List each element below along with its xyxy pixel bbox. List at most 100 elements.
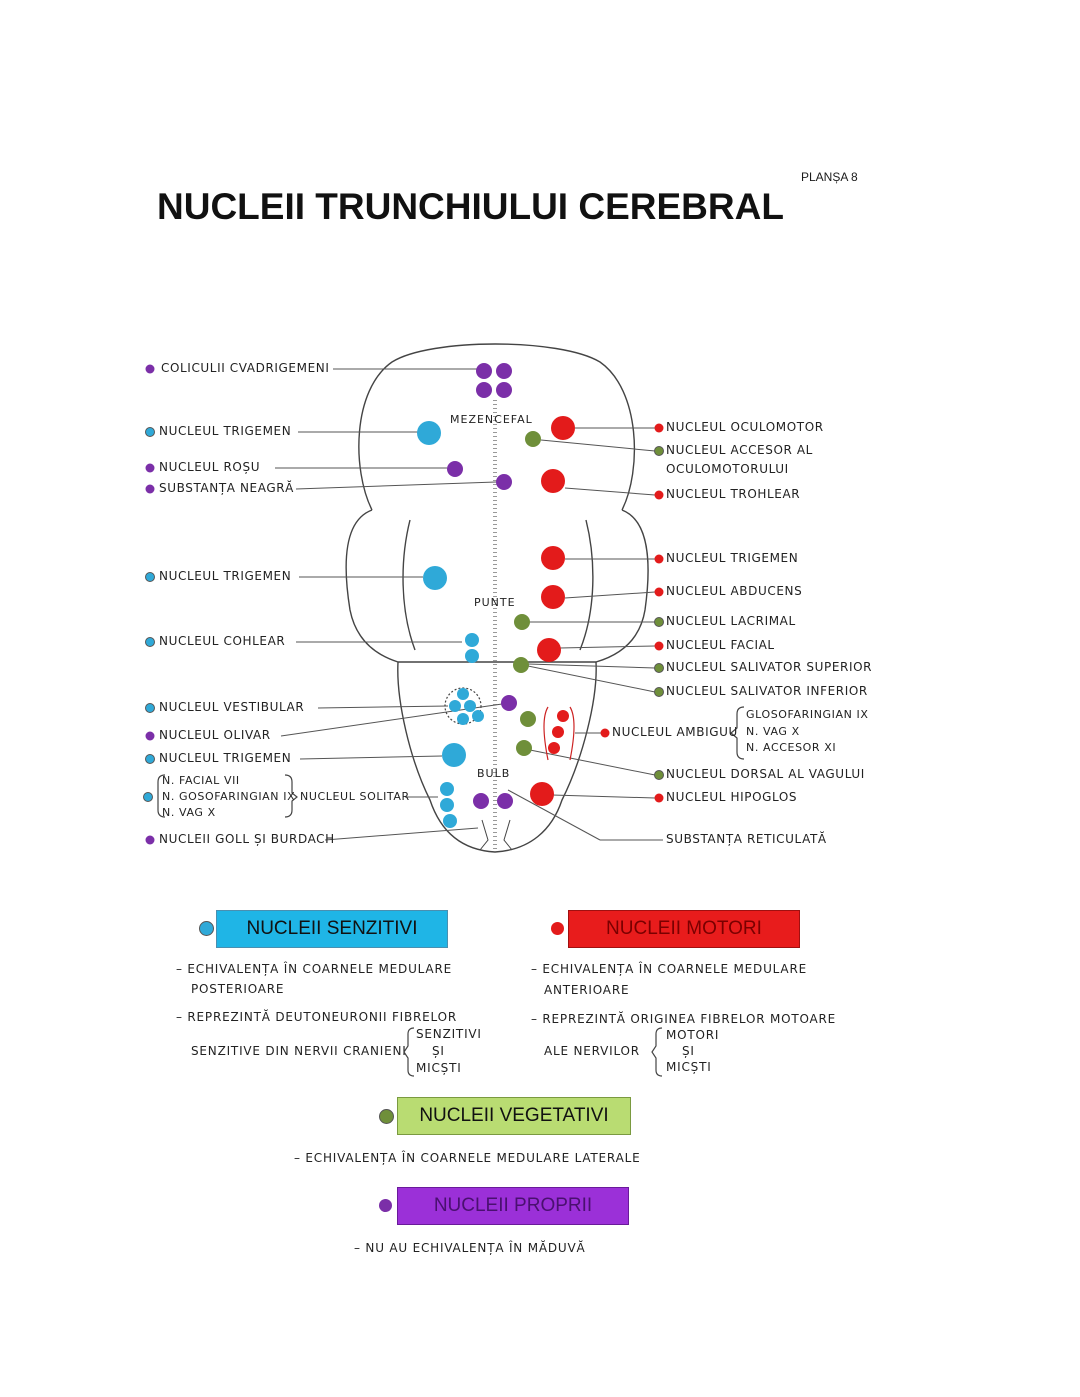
label-cohlear: NUCLEUL COHLEAR — [159, 634, 286, 648]
label-trigemen-bulb: NUCLEUL TRIGEMEN — [159, 751, 292, 765]
legend-senzitivi-dot — [199, 921, 214, 936]
nucleus-trigemen-punte — [423, 566, 447, 590]
label-vestibular: NUCLEUL VESTIBULAR — [159, 700, 305, 714]
label-goll-burdach: NUCLEII GOLL ȘI BURDACH — [159, 832, 335, 846]
nucleus-vestibular — [457, 713, 469, 725]
nucleus-cohlear — [465, 649, 479, 663]
legend-motori-title: NUCLEII MOTORI — [568, 910, 800, 948]
senzitivi-line-2: POSTERIOARE — [191, 982, 285, 996]
label-hipoglos: NUCLEUL HIPOGLOS — [666, 790, 798, 804]
nucleus-ambiguu — [548, 742, 560, 754]
nucleus-trigemen-mez — [417, 421, 441, 445]
label-olivar: NUCLEUL OLIVAR — [159, 728, 271, 742]
motori-bracket-1: MOTORI — [666, 1028, 720, 1042]
senzitivi-line-4: SENZITIVE DIN NERVII CRANIENI — [191, 1044, 407, 1058]
nucleus-solitar — [440, 798, 454, 812]
legend-vegetativi-dot — [379, 1109, 394, 1124]
label-dorsal-vag: NUCLEUL DORSAL AL VAGULUI — [666, 767, 865, 781]
nucleus-trohlear — [541, 469, 565, 493]
motori-line-1: – ECHIVALENȚA ÎN COARNELE MEDULARE — [531, 962, 807, 976]
label-lacrimal: NUCLEUL LACRIMAL — [666, 614, 796, 628]
nucleus-olivar — [501, 695, 517, 711]
label-solitar-glosofaringian: N. GOSOFARINGIAN IX — [162, 790, 296, 803]
motori-bracket — [651, 1027, 663, 1077]
nucleus-ambiguu — [552, 726, 564, 738]
region-mezencefal: MEZENCEFAL — [450, 413, 533, 426]
motori-line-4: ALE NERVILOR — [544, 1044, 640, 1058]
region-punte: PUNTE — [474, 596, 516, 609]
punte-outline — [345, 509, 649, 663]
label-solitar-facial: N. FACIAL VII — [162, 774, 240, 787]
label-ambiguu-vag: N. VAG X — [746, 725, 800, 738]
label-rosu: NUCLEUL ROȘU — [159, 460, 261, 474]
nucleus-vestibular — [472, 710, 484, 722]
motori-bracket-2: ȘI — [682, 1044, 695, 1058]
label-solitar: NUCLEUL SOLITAR — [300, 790, 410, 803]
nucleus-cohlear — [465, 633, 479, 647]
label-oculomotor: NUCLEUL OCULOMOTOR — [666, 420, 824, 434]
label-trohlear: NUCLEUL TROHLEAR — [666, 487, 801, 501]
nucleus-dorsal-vag — [516, 740, 532, 756]
motori-line-3: – REPREZINTĂ ORIGINEA FIBRELOR MOTOARE — [531, 1012, 837, 1026]
senzitivi-line-3: – REPREZINTĂ DEUTONEURONII FIBRELOR — [176, 1010, 457, 1024]
nucleus-coliculi — [496, 382, 512, 398]
label-trigemen-punte: NUCLEUL TRIGEMEN — [159, 569, 292, 583]
label-accesor-1: NUCLEUL ACCESOR AL — [666, 443, 813, 457]
nucleus-coliculi — [476, 382, 492, 398]
nucleus-salivator-superior — [513, 657, 529, 673]
label-trigemen-motor: NUCLEUL TRIGEMEN — [666, 551, 799, 565]
nucleus-solitar — [440, 782, 454, 796]
nucleus-coliculi — [496, 363, 512, 379]
senzitivi-bracket — [403, 1027, 415, 1077]
label-ambiguu: NUCLEUL AMBIGUU — [612, 725, 738, 739]
motori-bracket-3: MICȘTI — [666, 1060, 712, 1074]
label-substanta-neagra: SUBSTANȚA NEAGRĂ — [159, 481, 294, 495]
nucleus-vestibular — [464, 700, 476, 712]
nucleus-ambiguu — [557, 710, 569, 722]
bulb-outline — [397, 661, 597, 853]
label-ambiguu-glosofaringian: GLOSOFARINGIAN IX — [746, 708, 869, 721]
proprii-line-1: – NU AU ECHIVALENȚA ÎN MĂDUVĂ — [354, 1241, 586, 1255]
nucleus-vestibular — [457, 688, 469, 700]
nucleus-goll — [473, 793, 489, 809]
nucleus-oculomotor — [551, 416, 575, 440]
nucleus-substanta-neagra — [496, 474, 512, 490]
label-coliculii: COLICULII CVADRIGEMENI — [161, 361, 330, 375]
nucleus-trigemen-bulb — [442, 743, 466, 767]
nucleus-coliculi — [476, 363, 492, 379]
nucleus-facial — [537, 638, 561, 662]
label-substanta-reticulata: SUBSTANȚA RETICULATĂ — [666, 832, 827, 846]
nucleus-solitar — [443, 814, 457, 828]
senzitivi-bracket-2: ȘI — [432, 1044, 445, 1058]
region-bulb: BULB — [477, 767, 510, 780]
label-solitar-vag: N. VAG X — [162, 806, 216, 819]
legend-vegetativi-title: NUCLEII VEGETATIVI — [397, 1097, 631, 1135]
motori-line-2: ANTERIOARE — [544, 983, 630, 997]
nucleus-lacrimal — [514, 614, 530, 630]
label-facial: NUCLEUL FACIAL — [666, 638, 775, 652]
nucleus-accesor-oculomotor — [525, 431, 541, 447]
nucleus-trigemen-motor — [541, 546, 565, 570]
senzitivi-bracket-1: SENZITIVI — [416, 1027, 482, 1041]
legend-motori-dot — [551, 922, 564, 935]
nucleus-vestibular — [449, 700, 461, 712]
label-abducens: NUCLEUL ABDUCENS — [666, 584, 803, 598]
vegetativi-line-1: – ECHIVALENȚA ÎN COARNELE MEDULARE LATER… — [294, 1151, 641, 1165]
label-salivator-inferior: NUCLEUL SALIVATOR INFERIOR — [666, 684, 868, 698]
label-accesor-2: OCULOMOTORULUI — [666, 462, 789, 476]
mezencefal-outline — [358, 343, 636, 511]
senzitivi-bracket-3: MICȘTI — [416, 1061, 462, 1075]
label-ambiguu-accesor: N. ACCESOR XI — [746, 741, 837, 754]
senzitivi-line-1: – ECHIVALENȚA ÎN COARNELE MEDULARE — [176, 962, 452, 976]
label-trigemen-mez: NUCLEUL TRIGEMEN — [159, 424, 292, 438]
legend-proprii-title: NUCLEII PROPRII — [397, 1187, 629, 1225]
label-salivator-superior: NUCLEUL SALIVATOR SUPERIOR — [666, 660, 873, 674]
page-title: NUCLEII TRUNCHIULUI CEREBRAL — [157, 186, 784, 227]
nucleus-rosu — [447, 461, 463, 477]
nucleus-abducens — [541, 585, 565, 609]
legend-proprii-dot — [379, 1199, 392, 1212]
plate-number: PLANȘA 8 — [801, 170, 858, 184]
legend-senzitivi-title: NUCLEII SENZITIVI — [216, 910, 448, 948]
nucleus-burdach — [497, 793, 513, 809]
